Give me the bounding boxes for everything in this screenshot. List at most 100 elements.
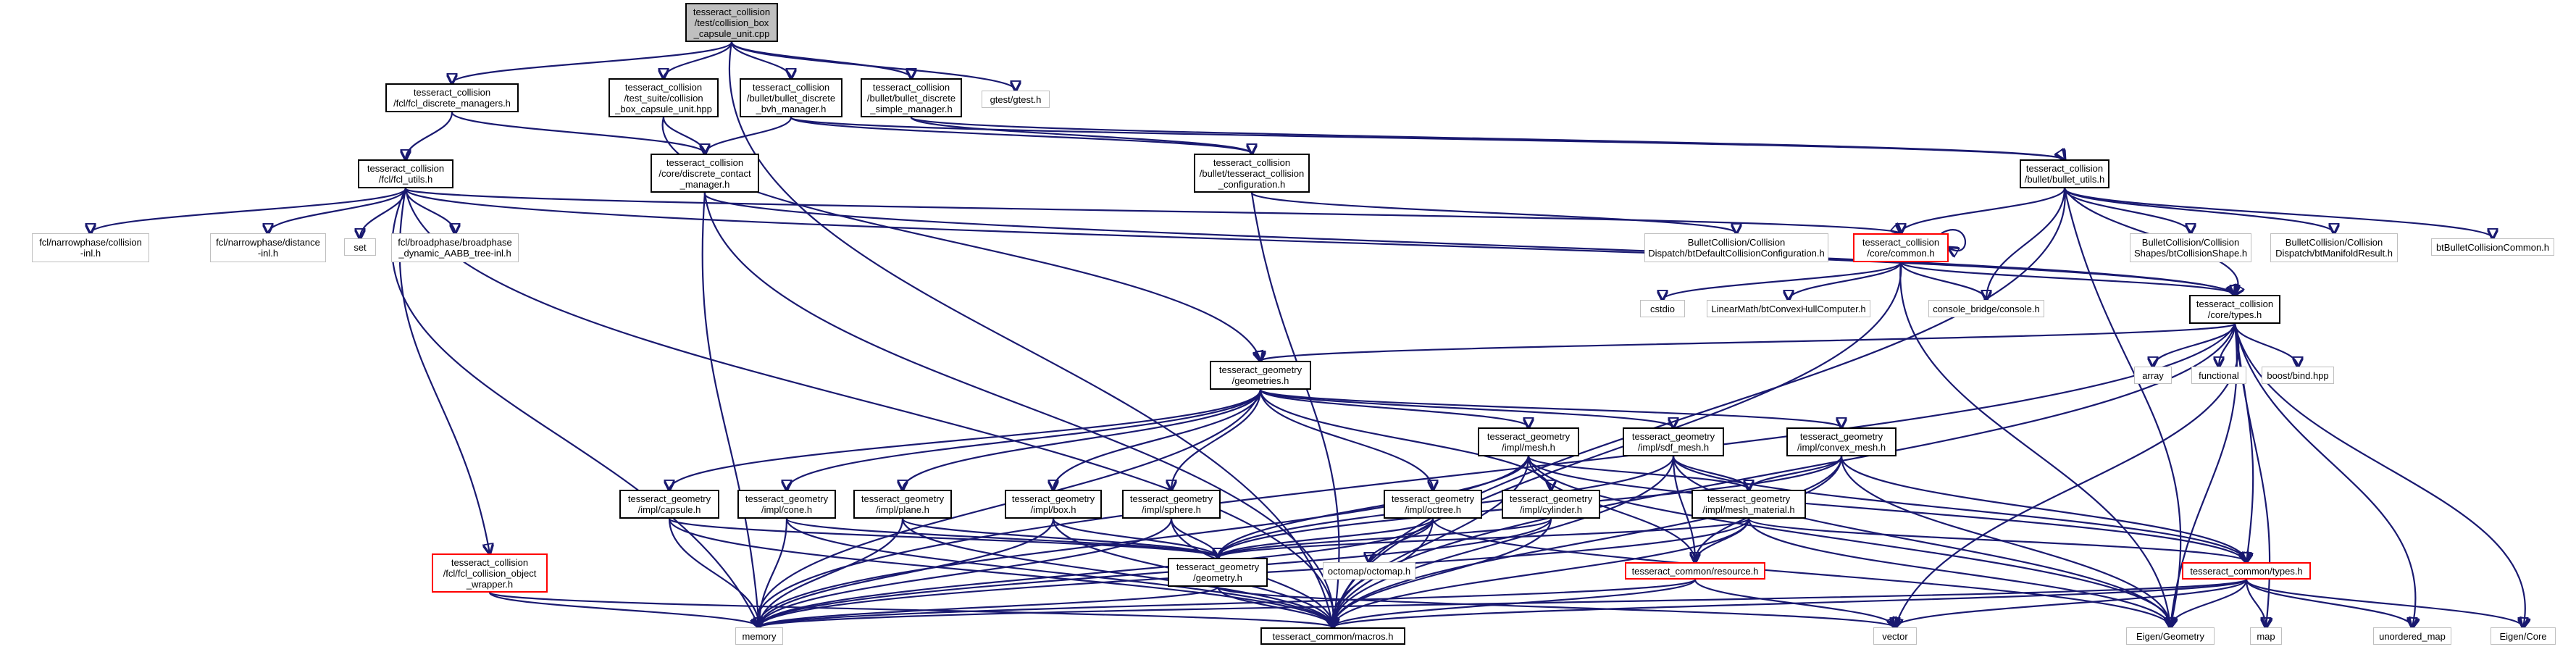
node-cstdio[interactable]: cstdio [1640, 300, 1685, 317]
node-common-macros[interactable]: tesseract_common/macros.h [1260, 627, 1405, 645]
node-label-line: _capsule_unit.cpp [693, 28, 770, 39]
edge-impl_convex_mesh-to-impl_mesh_material [1749, 456, 1843, 490]
node-label-line: Eigen/Core [2499, 630, 2547, 642]
node-label-line: btBulletCollisionCommon.h [2435, 241, 2550, 253]
edge-bullet_utils-to-eigen_geometry [2063, 188, 2182, 627]
node-fcl-broadphase-tree[interactable]: fcl/broadphase/broadphase_dynamic_AABB_t… [391, 233, 519, 262]
node-label-line: tesseract_geometry [1509, 493, 1593, 504]
node-discrete-contact-manager[interactable]: tesseract_collision/core/discrete_contac… [651, 154, 759, 193]
node-impl-mesh[interactable]: tesseract_geometry/impl/mesh.h [1478, 427, 1579, 456]
node-memory[interactable]: memory [735, 627, 783, 645]
node-label-line: /impl/octree.h [1404, 504, 1462, 515]
node-label-line: tesseract_collision [624, 81, 703, 93]
node-label-line: /impl/sdf_mesh.h [1637, 442, 1710, 453]
node-impl-cone[interactable]: tesseract_geometry/impl/cone.h [737, 490, 836, 519]
node-impl-sphere[interactable]: tesseract_geometry/impl/sphere.h [1122, 490, 1221, 519]
edge-impl_mesh-to-impl_mesh_material [1527, 455, 1749, 490]
node-bullet-discrete-simple[interactable]: tesseract_collision/bullet/bullet_discre… [861, 78, 962, 117]
node-impl-box[interactable]: tesseract_geometry/impl/box.h [1005, 490, 1102, 519]
node-eigen-core[interactable]: Eigen/Core [2491, 627, 2556, 645]
node-array[interactable]: array [2134, 367, 2172, 384]
node-impl-sdf-mesh[interactable]: tesseract_geometry/impl/sdf_mesh.h [1623, 427, 1724, 456]
node-root[interactable]: tesseract_collision/test/collision_box_c… [685, 3, 778, 42]
edge-fcl_collision_object_wrapper-to-memory [488, 591, 759, 627]
node-core-types[interactable]: tesseract_collision/core/types.h [2189, 295, 2280, 324]
node-fcl-collision-inl[interactable]: fcl/narrowphase/collision-inl.h [32, 233, 149, 262]
node-geometries[interactable]: tesseract_geometry/geometries.h [1210, 361, 1311, 390]
node-console-bridge[interactable]: console_bridge/console.h [1928, 300, 2044, 317]
node-label-line: BulletCollision/Collision [1687, 237, 1786, 248]
node-label-line: /bullet/bullet_discrete [746, 92, 836, 104]
node-eigen-geometry[interactable]: Eigen/Geometry [2126, 627, 2215, 645]
node-core-common[interactable]: tesseract_collision/core/common.h [1853, 233, 1949, 262]
node-impl-plane[interactable]: tesseract_geometry/impl/plane.h [853, 490, 952, 519]
node-gtest[interactable]: gtest/gtest.h [982, 91, 1050, 108]
edge-discrete_contact_manager-to-common_macros [703, 192, 1334, 627]
node-fcl-distance-inl[interactable]: fcl/narrowphase/distance-inl.h [210, 233, 326, 262]
edge-core_common-to-cstdio [1663, 262, 1902, 300]
node-impl-octree[interactable]: tesseract_geometry/impl/octree.h [1384, 490, 1482, 519]
edge-fcl_collision_object_wrapper-to-common_macros [488, 591, 1333, 627]
node-label-line: -inl.h [257, 248, 279, 259]
node-vector[interactable]: vector [1873, 627, 1917, 645]
node-common-resource[interactable]: tesseract_common/resource.h [1625, 562, 1765, 580]
node-geometry[interactable]: tesseract_geometry/geometry.h [1168, 558, 1268, 587]
node-impl-cylinder[interactable]: tesseract_geometry/impl/cylinder.h [1502, 490, 1600, 519]
node-label-line: _box_capsule_unit.hpp [615, 103, 712, 114]
edge-geometries-to-impl_octree [1259, 389, 1433, 490]
edge-impl_mesh_material-to-common_types [1747, 517, 2246, 562]
node-set[interactable]: set [344, 238, 376, 256]
node-label-line: fcl/narrowphase/distance [216, 237, 320, 248]
node-label-line: unordered_map [2379, 630, 2446, 642]
edge-impl_convex_mesh-to-common_macros [1333, 456, 1843, 627]
node-impl-convex-mesh[interactable]: tesseract_geometry/impl/convex_mesh.h [1786, 427, 1897, 456]
edge-impl_mesh-to-common_types [1527, 456, 2246, 562]
node-label-line: memory [742, 630, 777, 642]
node-label-line: /impl/cone.h [761, 504, 813, 515]
node-label-line: tesseract_collision [367, 163, 445, 174]
edge-impl_mesh-to-eigen_geometry [1527, 456, 2170, 627]
node-common-types[interactable]: tesseract_common/types.h [2182, 562, 2311, 580]
edge-core_types-to-geometries [1260, 322, 2236, 361]
node-label-line: /impl/plane.h [876, 504, 929, 515]
node-fcl-utils[interactable]: tesseract_collision/fcl/fcl_utils.h [358, 159, 453, 188]
node-label-line: /test/collision_box [694, 17, 769, 28]
node-label-line: tesseract_collision [1862, 237, 1940, 248]
node-label-line: console_bridge/console.h [1933, 303, 2040, 314]
node-bullet-collision-configuration[interactable]: tesseract_collision/bullet/tesseract_col… [1194, 154, 1310, 193]
node-label-line: tesseract_geometry [627, 493, 711, 504]
node-label-line: _dynamic_AABB_tree-inl.h [398, 248, 511, 259]
node-label-line: /impl/convex_mesh.h [1797, 442, 1886, 453]
node-label-line: tesseract_geometry [1011, 493, 1095, 504]
edge-core_types-to-memory [758, 323, 2236, 627]
node-fcl-discrete-managers[interactable]: tesseract_collision/fcl/fcl_discrete_man… [385, 83, 519, 112]
node-bullet-utils[interactable]: tesseract_collision/bullet/bullet_utils.… [2020, 159, 2109, 188]
node-octomap[interactable]: octomap/octomap.h [1323, 562, 1415, 580]
node-functional[interactable]: functional [2191, 367, 2246, 384]
node-bullet-discrete-bvh[interactable]: tesseract_collision/bullet/bullet_discre… [740, 78, 842, 117]
node-impl-mesh-material[interactable]: tesseract_geometry/impl/mesh_material.h [1691, 490, 1806, 519]
node-map[interactable]: map [2250, 627, 2282, 645]
node-label-line: tesseract_collision [693, 6, 771, 17]
edge-impl_plane-to-memory [759, 518, 904, 627]
edge-fcl_utils-to-memory [391, 188, 759, 627]
node-label-line: tesseract_common/macros.h [1272, 630, 1394, 642]
node-label-line: /test_suite/collision [624, 92, 703, 104]
node-boost-bind[interactable]: boost/bind.hpp [2262, 367, 2334, 384]
node-label-line: tesseract_collision [872, 81, 950, 93]
node-unordered-map[interactable]: unordered_map [2373, 627, 2451, 645]
node-impl-capsule[interactable]: tesseract_geometry/impl/capsule.h [619, 490, 719, 519]
edge-impl_octree-to-geometry [1218, 518, 1434, 558]
edge-core_types-to-functional [2219, 323, 2236, 367]
node-label-line: boost/bind.hpp [2267, 369, 2329, 381]
node-label-line: _wrapper.h [466, 578, 514, 590]
node-bt-bullet-collision-common[interactable]: btBulletCollisionCommon.h [2431, 238, 2554, 256]
node-test-suite-capsule[interactable]: tesseract_collision/test_suite/collision… [609, 78, 719, 117]
node-label-line: fcl/narrowphase/collision [39, 237, 142, 248]
edge-core_types-to-boost_bind [2233, 323, 2298, 367]
node-bt-convex-hull[interactable]: LinearMath/btConvexHullComputer.h [1707, 300, 1870, 317]
node-fcl-collision-object-wrapper[interactable]: tesseract_collision/fcl/fcl_collision_ob… [432, 553, 548, 593]
